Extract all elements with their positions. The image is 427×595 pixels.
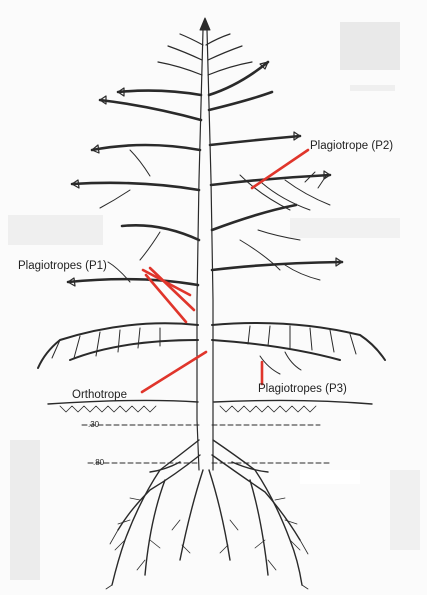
- pointer-orthotrope: [142, 352, 206, 392]
- depth-label-upper: .30: [88, 420, 99, 429]
- root-system: [112, 440, 302, 585]
- trunk: [197, 18, 213, 470]
- left-branches: [68, 91, 201, 285]
- label-plagiotrope-p2: Plagiotrope (P2): [310, 140, 393, 153]
- branch-tips: [68, 62, 342, 286]
- ground-line: [48, 400, 372, 412]
- depth-label-lower: .80: [93, 458, 104, 467]
- apex-twigs: [158, 34, 252, 75]
- depth-lines: [82, 425, 330, 463]
- left-branchlets: [100, 150, 160, 282]
- label-plagiotropes-p1: Plagiotropes (P1): [18, 260, 107, 273]
- right-branches: [209, 62, 342, 270]
- label-orthotrope: Orthotrope: [72, 389, 127, 402]
- label-plagiotropes-p3: Plagiotropes (P3): [258, 383, 347, 396]
- pointer-p2: [252, 150, 308, 188]
